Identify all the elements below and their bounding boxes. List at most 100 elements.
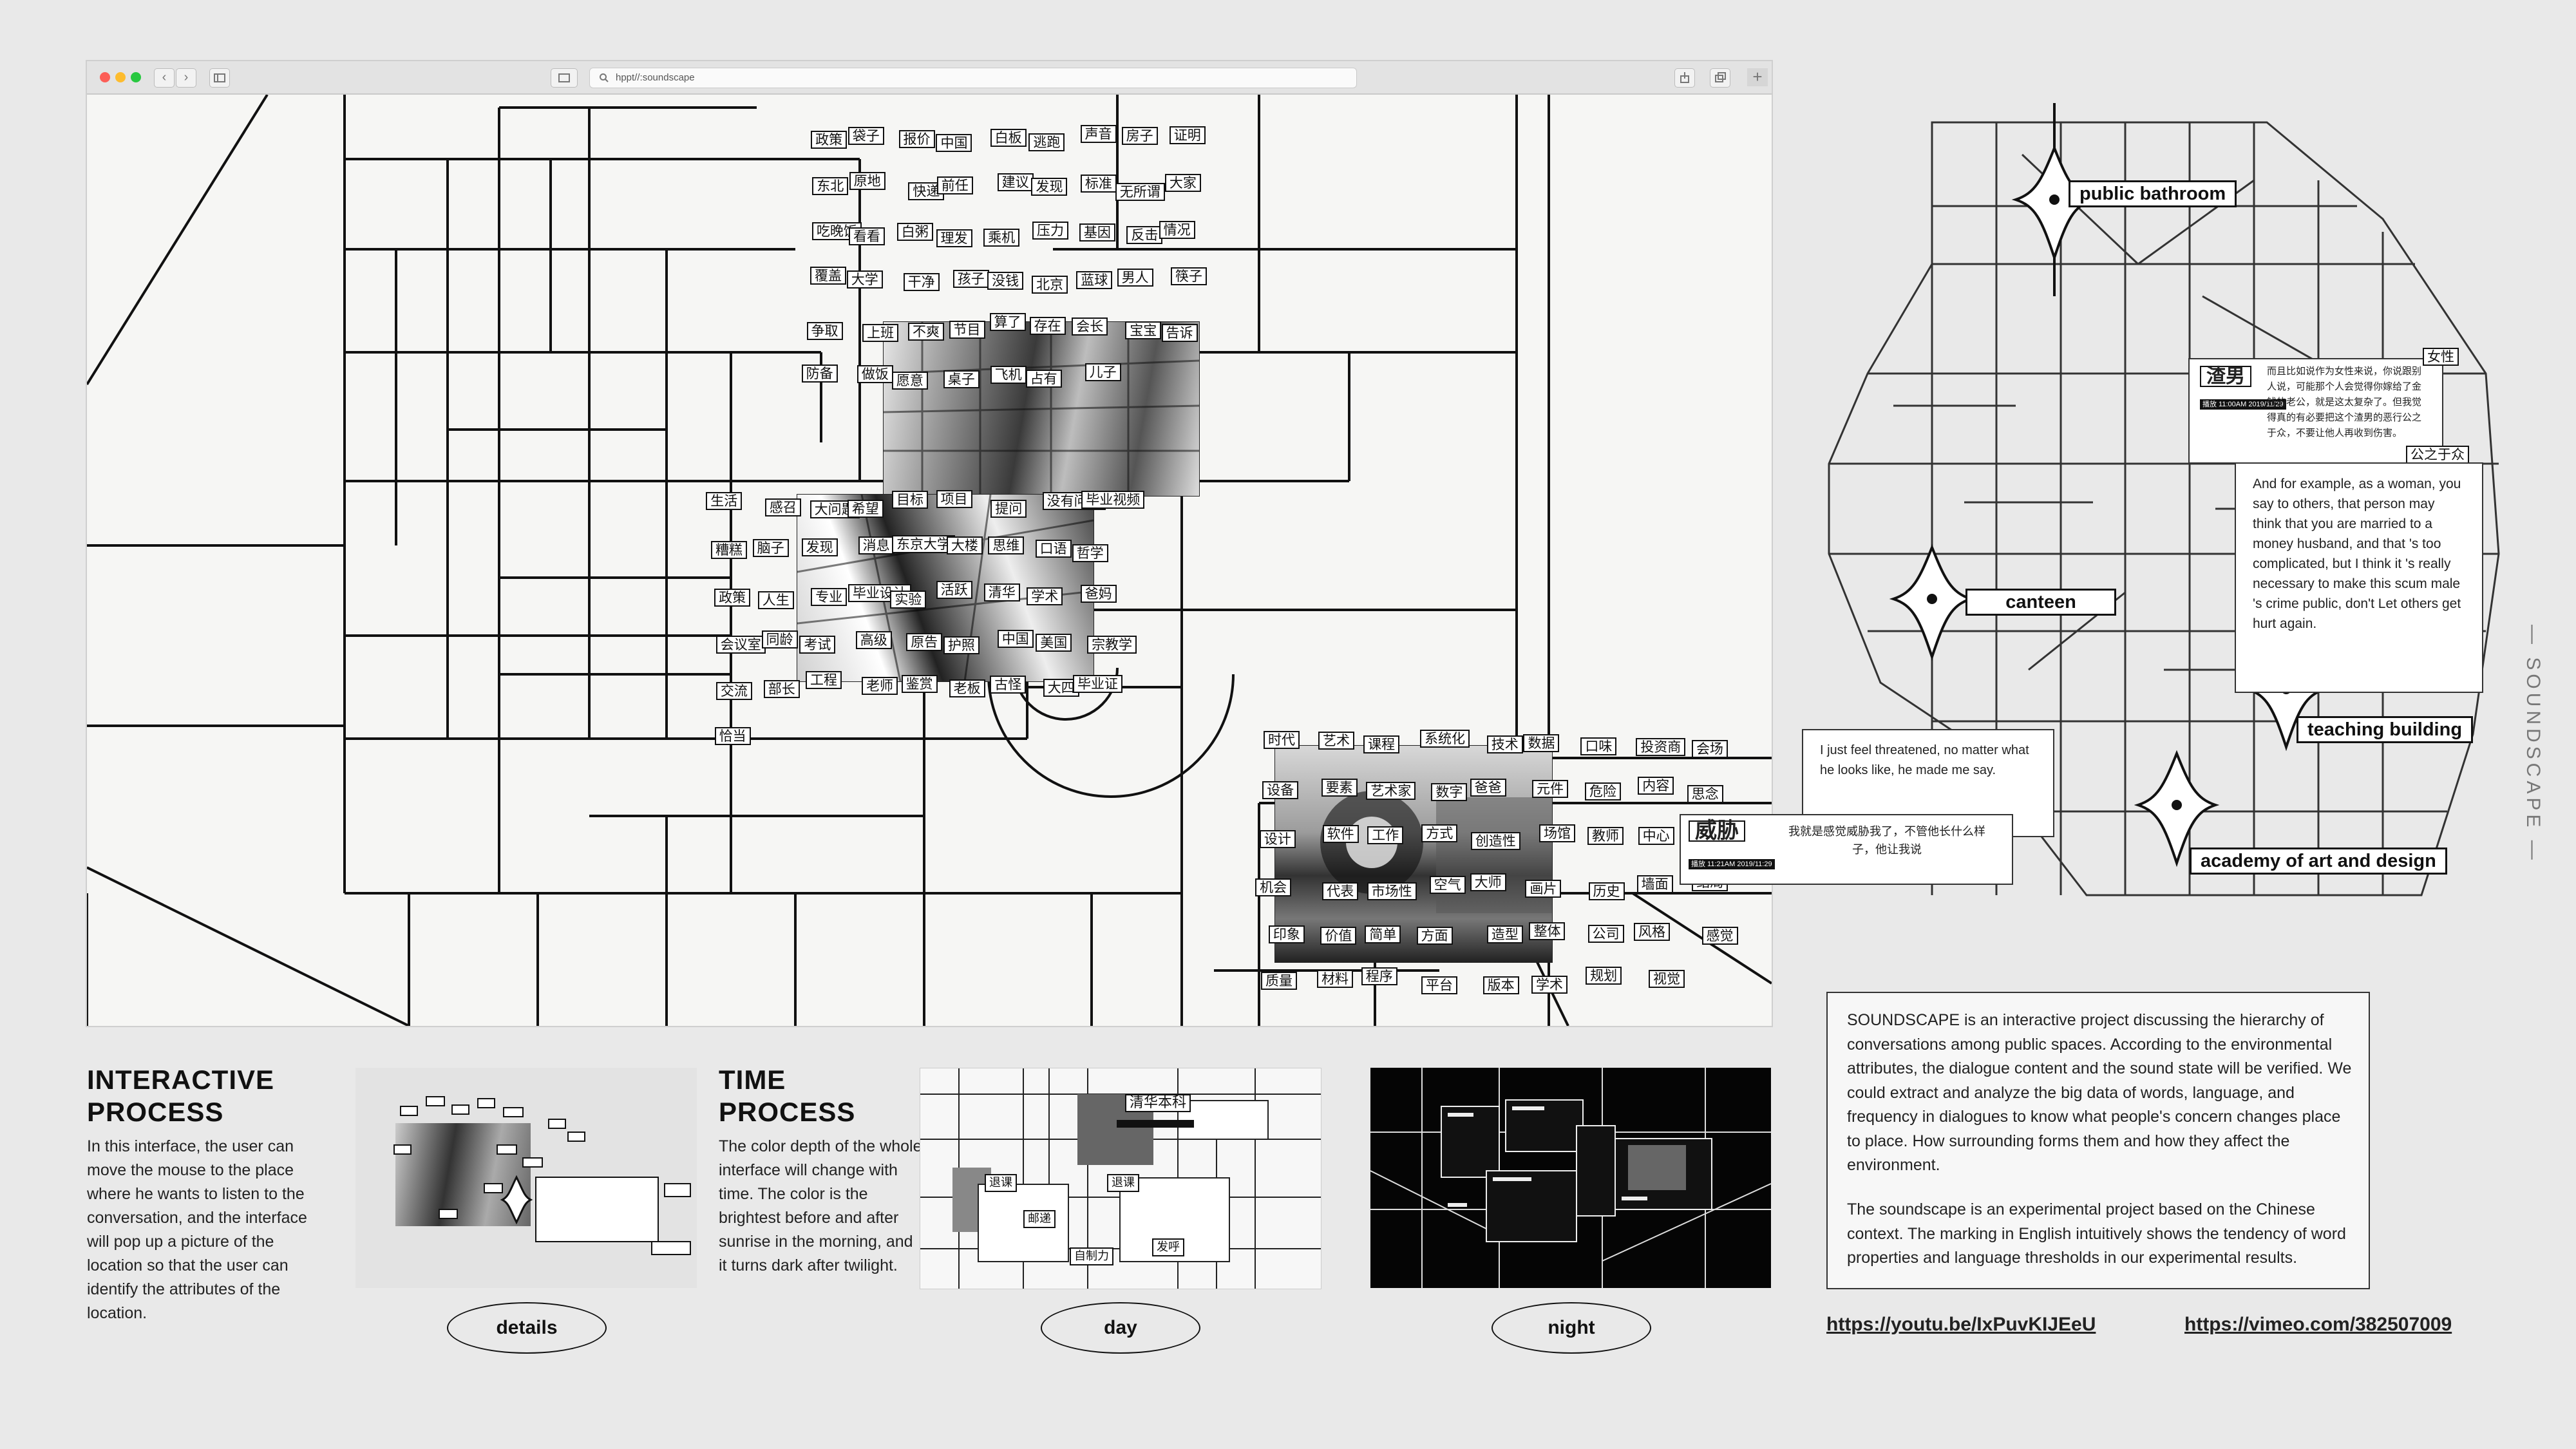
word-tag[interactable]: 中国 bbox=[936, 134, 972, 153]
word-tag[interactable]: 原地 bbox=[849, 171, 886, 190]
word-tag[interactable]: 代表 bbox=[1322, 882, 1359, 900]
word-tag[interactable]: 毕业视频 bbox=[1081, 490, 1145, 509]
place-label-public-bathroom[interactable]: public bathroom bbox=[2069, 180, 2237, 207]
word-tag[interactable]: 提问 bbox=[990, 499, 1027, 518]
word-tag[interactable]: 袋子 bbox=[848, 127, 884, 146]
word-tag[interactable]: 版本 bbox=[1482, 976, 1519, 994]
word-tag[interactable]: 覆盖 bbox=[810, 267, 846, 285]
word-tag[interactable]: 理发 bbox=[936, 229, 972, 247]
word-tag[interactable]: 场馆 bbox=[1539, 824, 1575, 842]
word-tag[interactable]: 实验 bbox=[890, 590, 927, 609]
word-tag[interactable]: 市场性 bbox=[1367, 882, 1417, 900]
word-tag[interactable]: 墙面 bbox=[1636, 875, 1673, 893]
youtube-link[interactable]: https://youtu.be/IxPuvKIJEeU bbox=[1826, 1314, 2096, 1335]
close-window-button[interactable] bbox=[100, 72, 110, 82]
word-tag[interactable]: 工作 bbox=[1367, 826, 1404, 845]
word-tag[interactable]: 看看 bbox=[848, 227, 885, 246]
word-tag[interactable]: 白粥 bbox=[896, 222, 933, 241]
details-button[interactable]: details bbox=[447, 1302, 607, 1354]
word-tag[interactable]: 危险 bbox=[1584, 782, 1621, 801]
day-button[interactable]: day bbox=[1041, 1302, 1200, 1354]
word-tag[interactable]: 系统化 bbox=[1420, 730, 1470, 748]
word-tag[interactable]: 内容 bbox=[1638, 777, 1674, 795]
word-tag[interactable]: 宝宝 bbox=[1125, 321, 1162, 340]
word-tag[interactable]: 儿子 bbox=[1084, 363, 1121, 382]
word-tag[interactable]: 美国 bbox=[1036, 633, 1072, 652]
word-tag[interactable]: 毕业证 bbox=[1072, 674, 1122, 693]
word-tag[interactable]: 中国 bbox=[997, 630, 1034, 649]
word-tag[interactable]: 印象 bbox=[1268, 925, 1305, 944]
word-tag[interactable]: 规划 bbox=[1586, 966, 1622, 985]
word-tag[interactable]: 发现 bbox=[801, 538, 838, 557]
word-tag[interactable]: 政策 bbox=[811, 130, 848, 149]
word-tag[interactable]: 感觉 bbox=[1701, 927, 1738, 945]
word-tag[interactable]: 糟糕 bbox=[710, 540, 747, 559]
word-tag[interactable]: 防备 bbox=[801, 364, 838, 383]
forward-button[interactable]: › bbox=[176, 68, 196, 88]
word-tag[interactable]: 中心 bbox=[1638, 826, 1674, 845]
word-tag[interactable]: 报价 bbox=[898, 129, 935, 148]
word-tag[interactable]: 造型 bbox=[1486, 925, 1523, 943]
word-tag[interactable]: 艺术 bbox=[1318, 731, 1354, 750]
map-viewport[interactable]: 政策袋子报价中国白板逃跑声音房子证明东北原地快递前任建议发现标准无所谓大家吃晚饭… bbox=[87, 95, 1772, 1026]
word-tag[interactable]: 目标 bbox=[892, 490, 929, 509]
word-tag[interactable]: 高级 bbox=[855, 630, 892, 649]
word-tag[interactable]: 前任 bbox=[936, 176, 973, 194]
word-tag[interactable]: 古怪 bbox=[990, 675, 1027, 694]
word-tag[interactable]: 大家 bbox=[1164, 174, 1201, 193]
word-tag[interactable]: 交流 bbox=[715, 681, 752, 700]
place-label-teaching-building[interactable]: teaching building bbox=[2297, 716, 2474, 743]
word-tag[interactable]: 专业 bbox=[811, 587, 848, 606]
word-tag[interactable]: 老师 bbox=[862, 676, 898, 695]
word-tag[interactable]: 会场 bbox=[1691, 740, 1728, 758]
word-tag[interactable]: 男人 bbox=[1117, 268, 1153, 287]
word-tag[interactable]: 桌子 bbox=[943, 370, 980, 389]
word-tag[interactable]: 艺术家 bbox=[1366, 781, 1416, 800]
word-tag[interactable]: 程序 bbox=[1361, 967, 1397, 985]
word-tag[interactable]: 简单 bbox=[1365, 925, 1401, 943]
word-tag[interactable]: 干净 bbox=[903, 273, 940, 292]
word-tag[interactable]: 无所谓 bbox=[1115, 182, 1165, 201]
word-tag[interactable]: 建议 bbox=[997, 173, 1034, 192]
word-tag[interactable]: 要素 bbox=[1321, 779, 1358, 797]
sidebar-toggle-button[interactable] bbox=[209, 68, 230, 88]
word-tag[interactable]: 视觉 bbox=[1648, 969, 1685, 988]
vimeo-link[interactable]: https://vimeo.com/382507009 bbox=[2184, 1314, 2452, 1335]
word-tag[interactable]: 活跃 bbox=[936, 581, 972, 600]
back-button[interactable]: ‹ bbox=[154, 68, 175, 88]
word-tag[interactable]: 宗教学 bbox=[1087, 636, 1137, 654]
word-tag[interactable]: 反击 bbox=[1126, 226, 1163, 245]
tag-female[interactable]: 女性 bbox=[2423, 348, 2459, 366]
word-tag[interactable]: 白板 bbox=[990, 129, 1027, 147]
thumbnail-details[interactable] bbox=[355, 1068, 697, 1288]
word-tag[interactable]: 做饭 bbox=[857, 365, 893, 384]
thumbnail-night[interactable] bbox=[1370, 1068, 1771, 1288]
word-tag[interactable]: 时代 bbox=[1263, 731, 1300, 750]
word-tag[interactable]: 会议室 bbox=[715, 636, 766, 654]
word-tag[interactable]: 存在 bbox=[1029, 317, 1066, 336]
thumbnail-day[interactable]: 清华本科 退课 退课 邮递 自制力 发呼 bbox=[920, 1068, 1321, 1289]
word-tag[interactable]: 情况 bbox=[1159, 221, 1195, 240]
word-tag[interactable]: 空气 bbox=[1429, 876, 1466, 895]
word-tag[interactable]: 孩子 bbox=[952, 269, 989, 288]
tag-make-public[interactable]: 公之于众 bbox=[2406, 446, 2469, 464]
word-tag[interactable]: 机会 bbox=[1255, 878, 1292, 896]
word-tag[interactable]: 压力 bbox=[1032, 221, 1068, 240]
word-tag[interactable]: 告诉 bbox=[1161, 324, 1198, 343]
word-tag[interactable]: 元件 bbox=[1531, 779, 1568, 798]
word-tag[interactable]: 创造性 bbox=[1470, 832, 1520, 851]
word-tag[interactable]: 方式 bbox=[1421, 824, 1458, 842]
word-tag[interactable]: 飞机 bbox=[990, 365, 1027, 384]
word-tag[interactable]: 设备 bbox=[1262, 781, 1299, 800]
word-tag[interactable]: 投资商 bbox=[1636, 737, 1686, 756]
word-tag[interactable]: 发现 bbox=[1031, 177, 1068, 196]
address-bar[interactable]: hppt//:soundscape bbox=[589, 68, 1357, 88]
new-tab-button[interactable]: + bbox=[1747, 68, 1768, 86]
word-tag[interactable]: 大师 bbox=[1470, 873, 1506, 892]
word-tag[interactable]: 教师 bbox=[1587, 827, 1624, 846]
word-tag[interactable]: 大学 bbox=[846, 270, 883, 289]
word-tag[interactable]: 考试 bbox=[799, 636, 836, 654]
word-tag[interactable]: 不爽 bbox=[908, 323, 945, 341]
share-button[interactable] bbox=[1674, 68, 1695, 88]
word-tag[interactable]: 希望 bbox=[847, 499, 884, 518]
